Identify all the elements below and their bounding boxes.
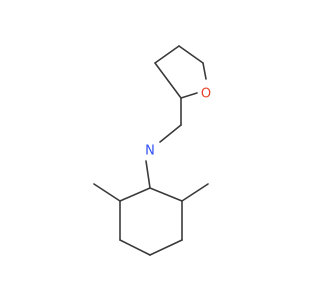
bond-c4-c3 [154, 45, 180, 64]
bond-c2-o [180, 92, 198, 99]
bond-n-c1 [145, 160, 151, 189]
atom-oxygen: O [198, 85, 214, 102]
oxygen-label: O [201, 87, 211, 102]
atom-nitrogen: N [142, 142, 158, 159]
bond-methyl-right [181, 183, 209, 202]
structure-diagram: O N [93, 45, 214, 256]
bond-ch2-n [159, 124, 182, 143]
cyclohexane-ring [119, 187, 183, 256]
structure-canvas: O N [93, 45, 214, 256]
bond-c6ring-c1 [119, 187, 151, 202]
bond-methyl-left [93, 183, 121, 202]
bond-c3ring-c4ring [149, 239, 183, 256]
bond-c3-c2 [154, 62, 182, 99]
bond-c4ring-c5ring [119, 239, 151, 256]
bond-o-c5 [202, 62, 207, 80]
thf-ring [154, 45, 207, 99]
bond-c5-c4 [178, 45, 204, 64]
bond-c1-c2ring [149, 187, 183, 202]
nitrogen-label: N [145, 144, 155, 159]
